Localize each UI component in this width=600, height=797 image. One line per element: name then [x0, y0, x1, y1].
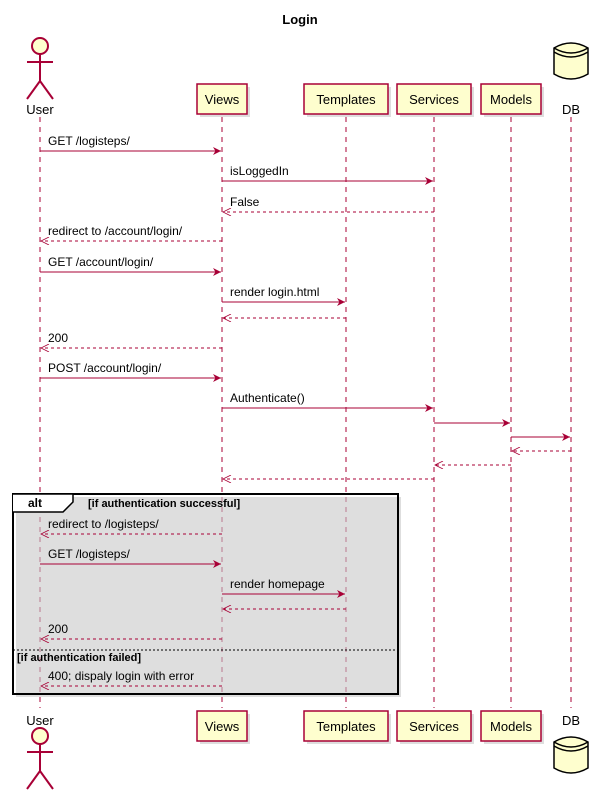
message-1: isLoggedIn — [222, 164, 433, 185]
actor-icon — [26, 727, 54, 790]
fragment-else-condition: [if authentication failed] — [17, 652, 141, 664]
message-7: 200 — [41, 331, 222, 348]
participant-box-models — [480, 710, 544, 744]
fragment-keyword: alt — [28, 496, 42, 510]
database-icon — [553, 736, 589, 774]
participant-label-models-bottom: Models — [490, 719, 532, 734]
participant-label-user: User — [26, 102, 54, 117]
database-icon — [553, 42, 589, 80]
participant-label-views: Views — [205, 92, 240, 107]
message-3: redirect to /account/login/ — [41, 224, 222, 241]
participant-label-services-bottom: Services — [409, 719, 459, 734]
participant-label-templates-bottom: Templates — [316, 719, 376, 734]
diagram-title: Login — [282, 12, 317, 27]
participant-box-templates — [303, 83, 391, 117]
message-8: POST /account/login/ — [40, 361, 221, 382]
message-label-5: render login.html — [230, 285, 319, 299]
message-label-7: 200 — [48, 331, 68, 345]
actor-icon — [26, 37, 54, 100]
message-label-8: POST /account/login/ — [48, 361, 162, 375]
message-19: 200 — [41, 622, 222, 639]
participant-heads: UserUserViewsViewsTemplatesTemplatesServ… — [26, 37, 589, 790]
message-label-15: redirect to /logisteps/ — [48, 517, 159, 531]
message-label-3: redirect to /account/login/ — [48, 224, 183, 238]
message-2: False — [223, 195, 434, 212]
fragment-condition: [if authentication successful] — [88, 498, 241, 510]
message-15: redirect to /logisteps/ — [41, 517, 222, 534]
participant-label-models: Models — [490, 92, 532, 107]
fragment-border — [12, 493, 399, 695]
message-5: render login.html — [222, 285, 345, 306]
participant-box-views — [196, 83, 250, 117]
participant-label-services: Services — [409, 92, 459, 107]
message-label-4: GET /account/login/ — [48, 255, 154, 269]
message-label-9: Authenticate() — [230, 391, 305, 405]
message-label-0: GET /logisteps/ — [48, 134, 130, 148]
participant-box-services — [396, 710, 474, 744]
message-label-1: isLoggedIn — [230, 164, 289, 178]
participant-box-services — [396, 83, 474, 117]
participant-box-views — [196, 710, 250, 744]
message-16: GET /logisteps/ — [40, 547, 221, 568]
message-20: 400; dispaly login with error — [41, 669, 222, 686]
participant-label-db: DB — [562, 102, 580, 117]
alt-fragment: alt [if authentication successful] [if aut… — [12, 493, 401, 697]
participant-label-user-bottom: User — [26, 713, 54, 728]
message-label-16: GET /logisteps/ — [48, 547, 130, 561]
message-9: Authenticate() — [222, 391, 433, 412]
message-label-20: 400; dispaly login with error — [48, 669, 194, 683]
message-label-2: False — [230, 195, 260, 209]
message-label-19: 200 — [48, 622, 68, 636]
participant-label-db-bottom: DB — [562, 713, 580, 728]
message-0: GET /logisteps/ — [40, 134, 221, 155]
message-17: render homepage — [222, 577, 345, 598]
participant-box-models — [480, 83, 544, 117]
participant-label-views-bottom: Views — [205, 719, 240, 734]
participant-box-templates — [303, 710, 391, 744]
message-4: GET /account/login/ — [40, 255, 221, 276]
message-label-17: render homepage — [230, 577, 325, 591]
participant-label-templates: Templates — [316, 92, 376, 107]
